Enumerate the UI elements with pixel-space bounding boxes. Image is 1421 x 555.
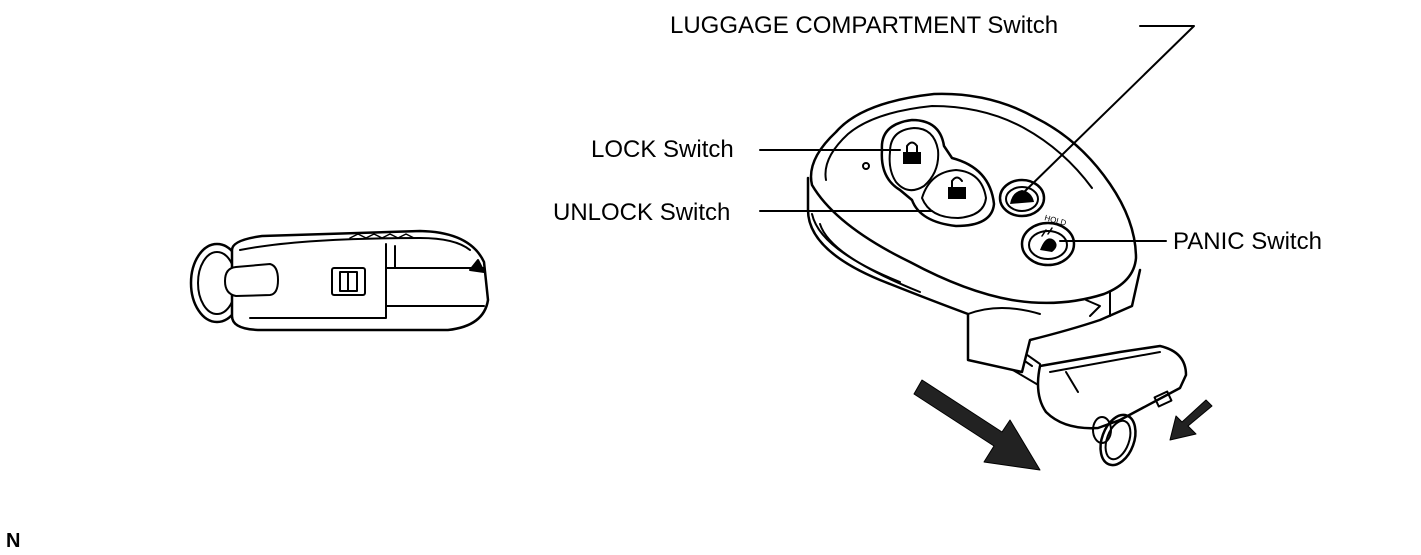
fob-main-view: HOLD bbox=[806, 92, 1213, 471]
direction-arrow-icon bbox=[1169, 399, 1213, 441]
unlock-switch-label: UNLOCK Switch bbox=[553, 199, 731, 226]
unlock-icon bbox=[948, 176, 966, 199]
key-ring-icon bbox=[1092, 413, 1137, 467]
lock-icon bbox=[903, 141, 921, 164]
corner-mark: N bbox=[6, 530, 21, 552]
leader-lines bbox=[759, 25, 1195, 242]
panic-button[interactable] bbox=[1020, 221, 1076, 267]
panic-icon bbox=[1040, 227, 1057, 252]
panic-switch-label: PANIC Switch bbox=[1173, 228, 1322, 255]
trunk-icon bbox=[1010, 190, 1034, 204]
luggage-compartment-label: LUGGAGE COMPARTMENT Switch bbox=[670, 12, 1059, 39]
lock-switch-label: LOCK Switch bbox=[591, 136, 734, 163]
direction-arrow-icon bbox=[913, 379, 1041, 471]
fob-side-view bbox=[189, 229, 490, 332]
